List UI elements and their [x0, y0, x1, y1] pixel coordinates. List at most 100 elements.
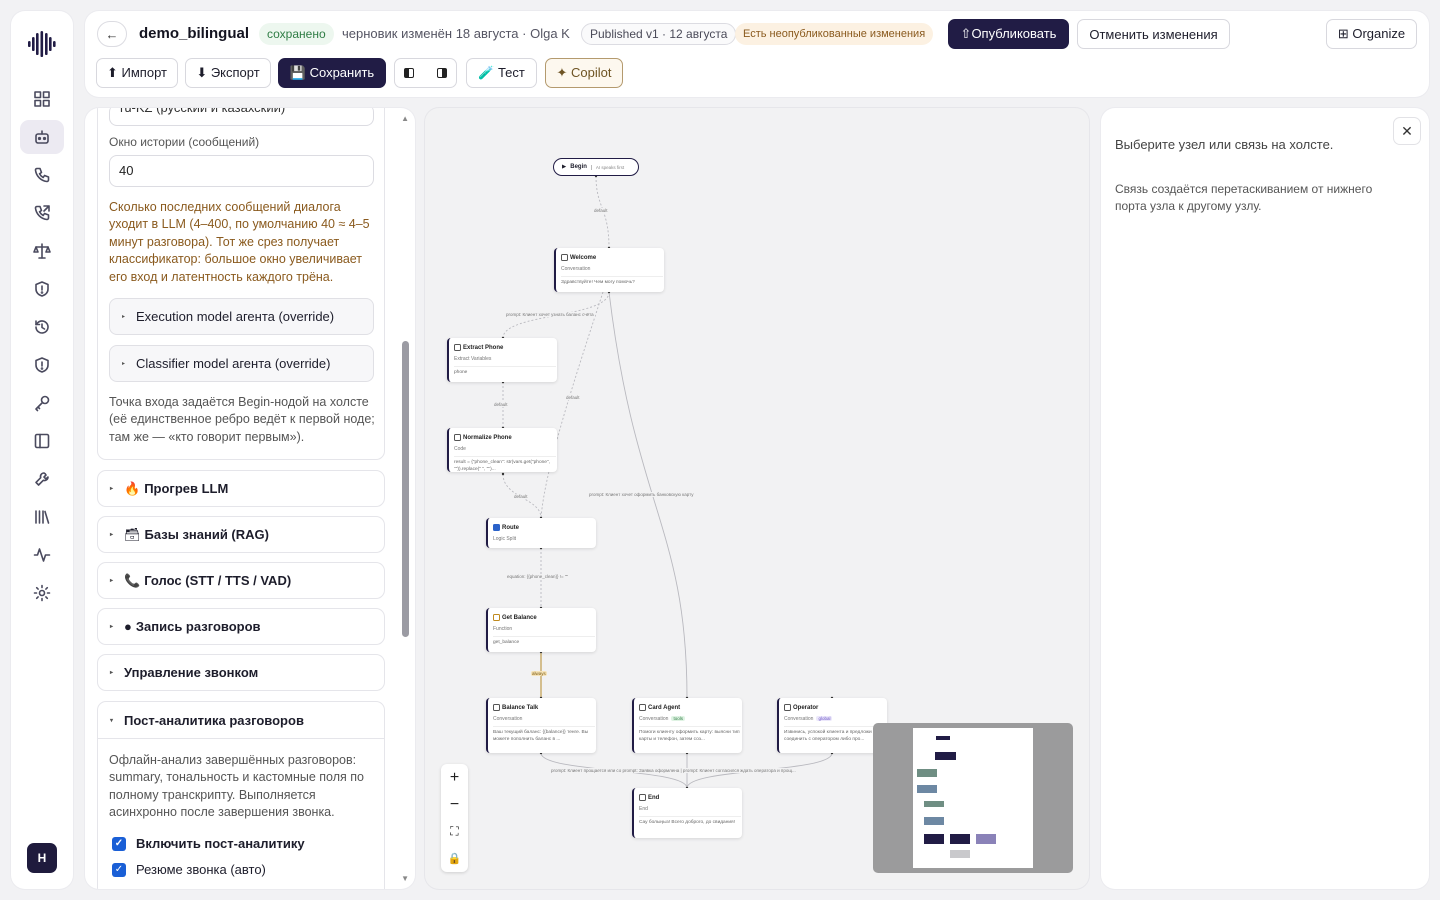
close-inspector-button[interactable]: ✕ [1393, 117, 1421, 145]
node-welcome[interactable]: Welcome Conversation Здравствуйте! Чем м… [554, 248, 664, 292]
edge-label[interactable]: equation: {{phone_clean}} != "" [506, 574, 570, 579]
editor-header: ← demo_bilingual сохранено черновик изме… [85, 11, 1429, 97]
discard-changes-button[interactable]: Отменить изменения [1077, 19, 1230, 49]
edge-label[interactable]: default [593, 208, 609, 213]
panel-toggle-group [394, 58, 457, 88]
dashboard-icon [34, 91, 50, 107]
flag-icon [639, 794, 646, 801]
node-end[interactable]: End End Сау болыңыз! Всего доброго, до с… [632, 788, 742, 838]
edge-label[interactable]: prompt: Клиент хочет оформить банковскую… [588, 492, 695, 497]
tools-icon [35, 472, 49, 486]
activity-icon [33, 548, 51, 562]
execution-model-accordion[interactable]: ▸Execution model агента (override) [109, 298, 374, 335]
nav-outbound[interactable] [20, 196, 64, 230]
nav-library[interactable] [20, 500, 64, 534]
minimap-node [924, 817, 944, 825]
nav-history[interactable] [20, 310, 64, 344]
save-button[interactable]: 💾 Сохранить [278, 58, 386, 88]
node-normalize-phone[interactable]: Normalize Phone Code result = {"phone_cl… [447, 428, 557, 472]
history-window-input[interactable]: 40 [109, 155, 374, 187]
fit-view-button[interactable]: ⛶ [441, 818, 468, 845]
nav-keys[interactable] [20, 386, 64, 420]
plus-icon: + [449, 768, 460, 786]
toggle-left-panel-icon[interactable] [404, 68, 414, 78]
copilot-button[interactable]: ✦ Copilot [545, 58, 623, 88]
section-llm-warmup[interactable]: ▸🔥Прогрев LLM [97, 470, 385, 507]
chat-icon [561, 254, 568, 261]
test-button[interactable]: 🧪 Тест [466, 58, 537, 88]
edge-label-always[interactable]: always [531, 671, 547, 676]
publish-button[interactable]: ⇧Опубликовать [948, 19, 1069, 49]
fullscreen-icon: ⛶ [450, 824, 459, 838]
phone-icon [34, 167, 50, 183]
settings-icon [33, 584, 51, 602]
export-button[interactable]: ⬇ Экспорт [185, 58, 271, 88]
nav-guardrails[interactable] [20, 348, 64, 382]
phone-forward-icon [34, 205, 50, 221]
scroll-down-arrow[interactable]: ▼ [401, 874, 409, 883]
edge-label[interactable]: default [493, 402, 509, 407]
nav-dashboard[interactable] [20, 82, 64, 116]
import-button[interactable]: ⬆ Импорт [96, 58, 178, 88]
general-settings-section [97, 108, 385, 460]
nav-tools[interactable] [20, 462, 64, 496]
left-rail: H [11, 11, 73, 889]
nav-monitoring[interactable] [20, 538, 64, 572]
call-summary-checkbox[interactable]: ✓Резюме звонка (авто) [112, 862, 266, 877]
minimap-viewport[interactable] [913, 728, 1033, 868]
code-icon [454, 434, 461, 441]
section-call-control[interactable]: ▸Управление звонком [97, 654, 385, 691]
nav-settings[interactable] [20, 576, 64, 610]
language-select[interactable]: ru-KZ (русский и казахский) [109, 108, 374, 126]
edge-label[interactable]: prompt: Клиент хочет узнать баланс счёта [505, 312, 595, 317]
node-route[interactable]: Route Logic Split [486, 518, 596, 548]
edge-label[interactable]: default [565, 395, 581, 400]
minimap-node [976, 834, 996, 844]
play-icon: ▶ [562, 164, 567, 170]
nav-security[interactable] [20, 272, 64, 306]
scrollbar-thumb[interactable] [402, 341, 409, 637]
post-analytics-description: Офлайн-анализ завершённых разговоров: su… [109, 753, 364, 820]
logic-split-icon [493, 524, 500, 531]
nav-compliance[interactable] [20, 234, 64, 268]
section-knowledge-bases[interactable]: ▸🗃Базы знаний (RAG) [97, 516, 385, 553]
scale-icon [33, 243, 51, 259]
inspector-empty-title: Выберите узел или связь на холсте. [1115, 137, 1334, 152]
section-recording[interactable]: ▸●Запись разговоров [97, 608, 385, 645]
bot-icon [35, 130, 49, 144]
user-avatar[interactable]: H [27, 843, 57, 873]
node-balance-talk[interactable]: Balance Talk Conversation Ваш текущий ба… [486, 698, 596, 753]
fire-icon: 🔥 [124, 480, 141, 496]
section-voice[interactable]: ▸📞Голос (STT / TTS / VAD) [97, 562, 385, 599]
back-button[interactable]: ← [97, 21, 127, 47]
classifier-model-accordion[interactable]: ▸Classifier model агента (override) [109, 345, 374, 382]
zoom-in-button[interactable]: + [441, 764, 468, 791]
organize-button[interactable]: ⊞ Organize [1326, 19, 1417, 49]
minimap[interactable] [873, 723, 1073, 873]
edge-label[interactable]: prompt: Клиент прощается или со prompt: … [550, 768, 797, 773]
minimap-node [917, 769, 937, 777]
post-analytics-enable-checkbox[interactable]: ✓Включить пост-аналитику [112, 836, 305, 851]
lock-icon: 🔒 [447, 853, 462, 865]
node-extract-phone[interactable]: Extract Phone Extract Variables phone [447, 338, 557, 382]
nav-calls[interactable] [20, 158, 64, 192]
zoom-out-button[interactable]: − [441, 791, 468, 818]
toggle-right-panel-icon[interactable] [437, 68, 447, 78]
nav-layout[interactable] [20, 424, 64, 458]
draft-info: черновик изменён 18 августа · Olga K [342, 26, 570, 41]
history-window-label: Окно истории (сообщений) [109, 135, 260, 149]
post-analytics-header[interactable]: ▾Пост-аналитика разговоров [98, 702, 384, 739]
nav-agents[interactable] [20, 120, 64, 154]
sidebar-icon [34, 433, 50, 449]
scroll-up-arrow[interactable]: ▲ [401, 114, 409, 123]
agent-name: demo_bilingual [139, 25, 250, 42]
database-icon: 🗃 [124, 526, 141, 542]
lock-button[interactable]: 🔒 [441, 845, 468, 872]
node-get-balance[interactable]: Get Balance Function get_balance [486, 608, 596, 652]
edge-label[interactable]: default [513, 494, 529, 499]
history-window-help: Сколько последних сообщений диалога уход… [109, 200, 370, 284]
